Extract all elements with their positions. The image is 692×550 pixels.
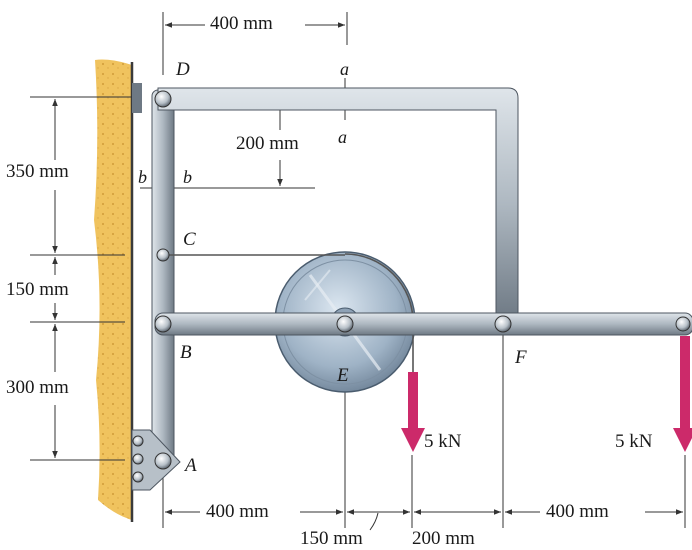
- label-point-d: D: [176, 59, 190, 80]
- pin-d: [154, 90, 172, 108]
- dim-bottom-400-right: 400 mm: [546, 501, 609, 522]
- label-point-e: E: [337, 365, 349, 386]
- pin-b: [154, 315, 172, 333]
- label-section-a-top: a: [340, 59, 349, 79]
- pin-a: [154, 452, 172, 470]
- dim-left-150: 150 mm: [6, 279, 69, 300]
- pin-c: [156, 248, 170, 262]
- label-section-a-bottom: a: [338, 127, 347, 147]
- load-label-2: 5 kN: [615, 431, 653, 452]
- member-bf: [154, 312, 692, 336]
- load-label-1: 5 kN: [424, 431, 462, 452]
- dim-200-offset: 200 mm: [236, 133, 299, 154]
- label-point-c: C: [183, 229, 196, 250]
- label-section-b-left: b: [138, 167, 147, 187]
- load-arrow-2: [673, 336, 692, 452]
- wall: [94, 59, 134, 522]
- dim-bottom-200: 200 mm: [412, 528, 475, 549]
- load-arrow-1: [401, 372, 425, 452]
- dim-left-300: 300 mm: [6, 377, 69, 398]
- pins: [154, 90, 691, 470]
- member-df: [157, 87, 519, 321]
- label-point-f: F: [515, 347, 527, 368]
- dim-left-350: 350 mm: [6, 161, 69, 182]
- pin-end: [675, 316, 691, 332]
- pin-e: [336, 315, 354, 333]
- label-section-b-right: b: [183, 167, 192, 187]
- member-ad: [151, 89, 175, 471]
- label-point-a: A: [185, 455, 197, 476]
- dim-bottom-150: 150 mm: [300, 528, 363, 549]
- dim-top-400: 400 mm: [210, 13, 273, 34]
- dim-bottom-400-left: 400 mm: [206, 501, 269, 522]
- label-point-b: B: [180, 342, 192, 363]
- pin-f: [494, 315, 512, 333]
- wall-bracket-d: [132, 83, 142, 113]
